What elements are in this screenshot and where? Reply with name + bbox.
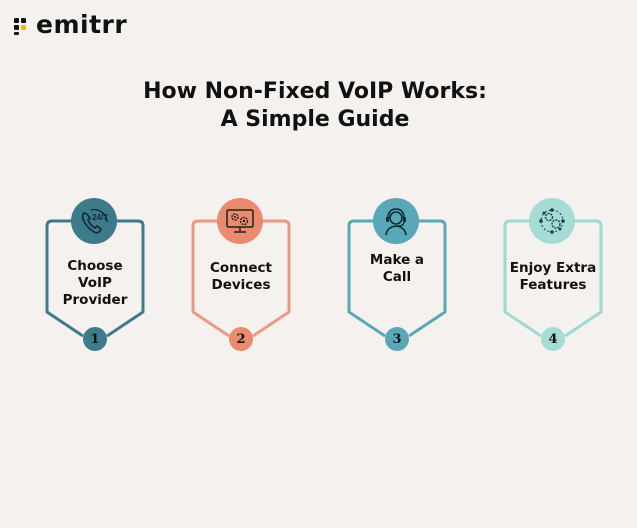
headset-agent-icon (385, 208, 407, 236)
brand-logo: emitrr (14, 10, 127, 40)
step-1-label-line: Provider (62, 292, 128, 308)
brand-name: emitrr (36, 10, 128, 39)
step-number-1: 1 (83, 327, 107, 351)
step-4-label-line: Features (519, 277, 587, 293)
step-frame-2 (191, 219, 291, 338)
step-number-4: 4 (541, 327, 565, 351)
logo-mark-icon (14, 16, 32, 35)
step-frame-1 (45, 219, 145, 338)
step-card-2: Connect Devices 2 (186, 196, 296, 354)
step-number-2: 2 (229, 327, 253, 351)
step-badge-1: 24/7 (71, 198, 117, 244)
step-label-1: Choose VoIP Provider (46, 258, 144, 309)
step-3-label-line: Call (382, 269, 412, 285)
step-badge-2 (217, 198, 263, 244)
step-2-label-line: Connect (209, 260, 272, 276)
badge-text-24-7: 24/7 (92, 213, 108, 222)
step-card-3: Make a Call 3 (342, 196, 452, 354)
gears-network-icon (539, 208, 565, 234)
monitor-gears-icon (226, 209, 254, 233)
step-label-2: Connect Devices (192, 260, 290, 294)
phone-24-7-icon: 24/7 (81, 208, 108, 234)
step-badge-3 (373, 198, 419, 244)
page-title: How Non-Fixed VoIP Works: A Simple Guide (0, 78, 630, 134)
step-label-4: Enjoy Extra Features (504, 260, 602, 294)
step-2-label-line: Devices (211, 277, 271, 293)
step-label-3: Make a Call (348, 252, 446, 286)
step-number-3: 3 (385, 327, 409, 351)
step-1-label-line: Choose (67, 258, 123, 274)
title-line-2: A Simple Guide (220, 107, 410, 132)
step-4-label-line: Enjoy Extra (509, 260, 597, 276)
step-badge-4 (529, 198, 575, 244)
step-3-label-line: Make a (369, 252, 425, 268)
step-1-label-line: VoIP (78, 275, 112, 291)
step-frame-3 (347, 219, 447, 338)
step-frame-4 (503, 219, 603, 338)
step-card-1: 24/7 Choose VoIP Provider 1 (40, 196, 150, 354)
title-line-1: How Non-Fixed VoIP Works: (143, 79, 487, 104)
step-card-4: Enjoy Extra Features 4 (498, 196, 608, 354)
